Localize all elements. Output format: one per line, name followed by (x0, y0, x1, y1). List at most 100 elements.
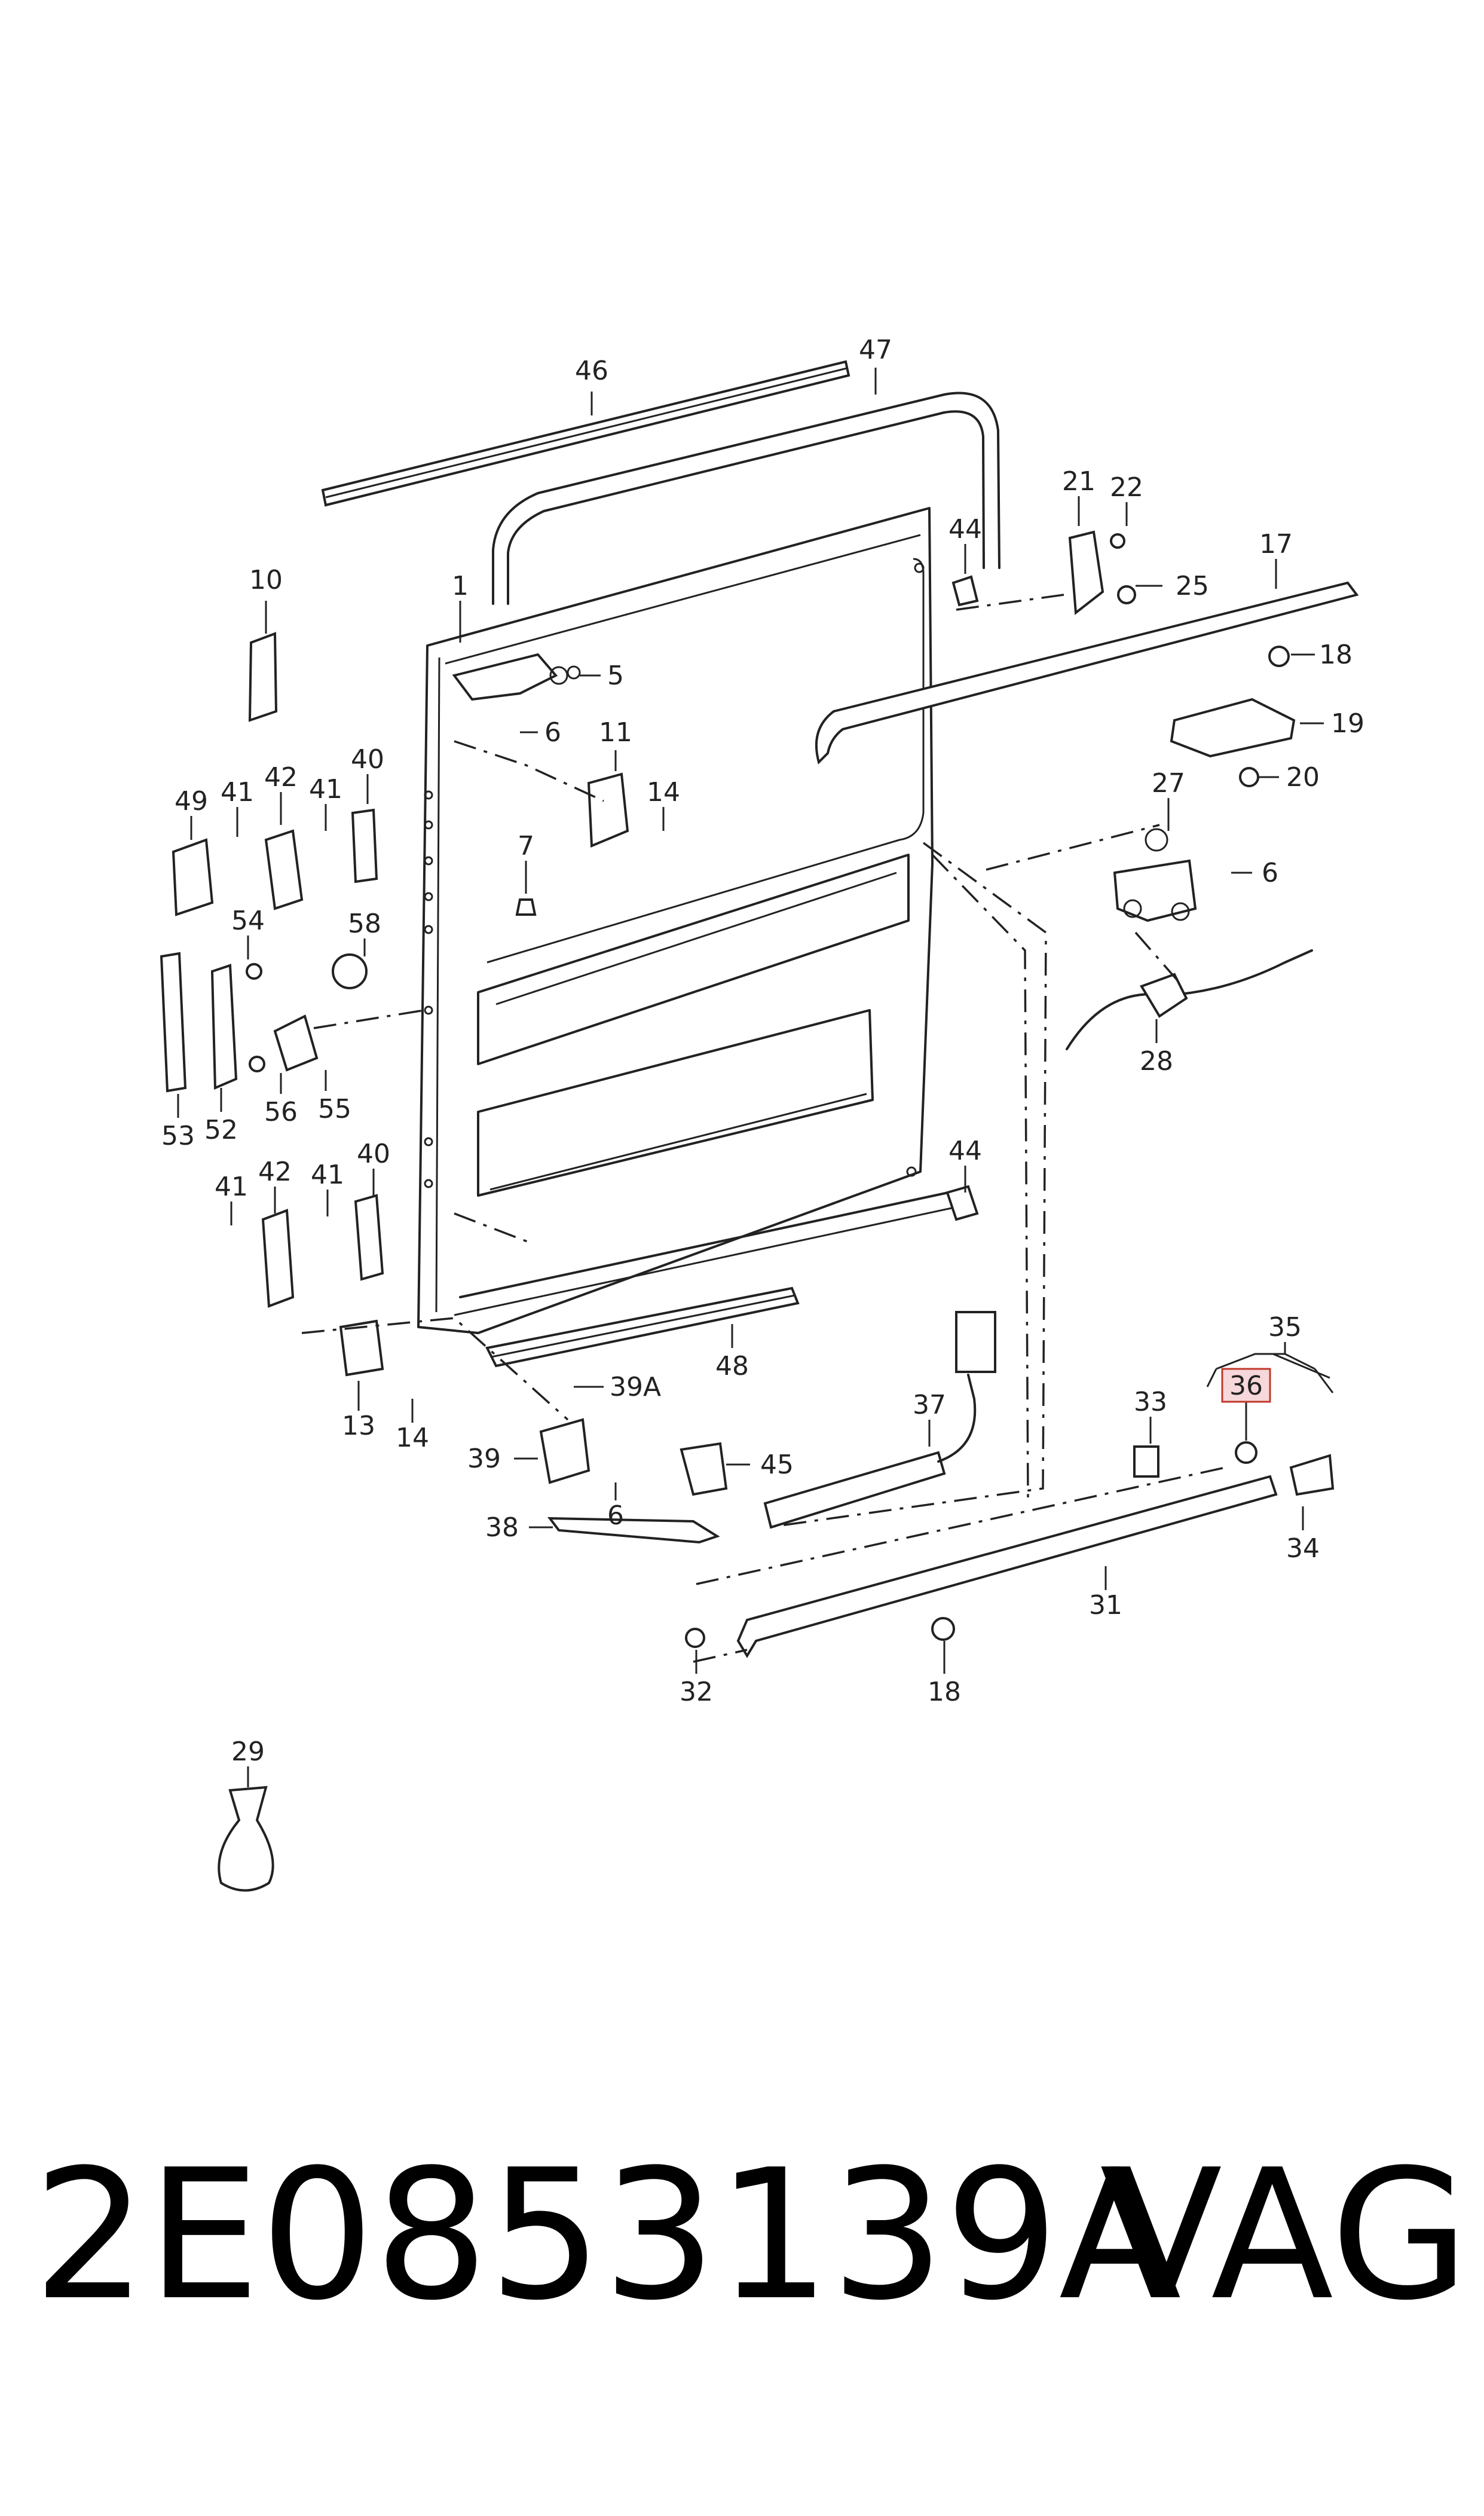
part-53-bar (160, 952, 187, 1093)
callout-32: 32 (680, 1677, 713, 1707)
part-48-sill-strip (485, 1286, 800, 1368)
part-40-lock-bottom (354, 1194, 384, 1281)
callout-5: 5 (607, 661, 624, 691)
brand-name: VAG (1100, 2131, 1470, 2340)
callout-45: 45 (760, 1450, 794, 1480)
callout-25: 25 (1176, 571, 1209, 601)
part-46-strip (321, 360, 850, 507)
part-54-bolt (246, 963, 262, 980)
part-20-nut (1239, 767, 1259, 787)
callout-33: 33 (1134, 1387, 1167, 1417)
part-34-end-cap (1289, 1454, 1335, 1496)
part-10-cap (248, 632, 278, 722)
part-11-bracket (587, 772, 629, 848)
callout-1: 1 (452, 571, 469, 601)
callout-20: 20 (1286, 762, 1320, 793)
part-58-button (332, 953, 368, 989)
part-44-bumper-bottom (946, 1185, 979, 1221)
leader-lines (177, 368, 1334, 1787)
callout-49: 49 (175, 786, 208, 817)
part-42-striker-top (264, 829, 304, 910)
part-31-lower-rail (736, 1475, 1278, 1658)
callout-48: 48 (715, 1351, 749, 1381)
callout-21: 21 (1062, 466, 1096, 497)
callout-39A: 39A (610, 1372, 661, 1402)
part-17-upper-rail (815, 581, 1359, 765)
callout-18-bottom: 18 (928, 1677, 961, 1707)
callout-39: 39 (467, 1444, 501, 1474)
part-44-bumper-top (951, 575, 979, 607)
callout-41-d: 41 (311, 1160, 344, 1190)
highlight-box-36 (1221, 1368, 1271, 1403)
part-22-bolt (1110, 533, 1125, 549)
part-36-bolt (1235, 1441, 1257, 1464)
callout-10: 10 (249, 565, 283, 595)
part-38-arm (547, 1517, 720, 1544)
callout-31: 31 (1089, 1590, 1122, 1621)
part-29-grease-bag (218, 1786, 274, 1892)
part-1-door-shell (417, 507, 969, 1334)
part-37-guide (763, 1311, 996, 1529)
part-number: 2E0853139A (33, 2131, 1182, 2340)
callout-42-a: 42 (264, 762, 298, 793)
part-55-wedge (273, 1014, 319, 1072)
part-33-label (1133, 1445, 1159, 1478)
callout-6-bottom: 6 (607, 1500, 624, 1531)
callout-34: 34 (1286, 1533, 1320, 1564)
callout-14-top: 14 (647, 777, 680, 808)
part-18-washer-bottom (931, 1617, 955, 1641)
callout-44-bottom: 44 (948, 1136, 982, 1166)
callout-28: 28 (1140, 1046, 1173, 1077)
part-5-hinge (452, 653, 581, 701)
callout-40-a: 40 (351, 744, 384, 775)
callout-58: 58 (348, 909, 381, 939)
callout-6-mid: 6 (1262, 858, 1278, 888)
part-21-latch (1068, 530, 1104, 615)
callout-22: 22 (1110, 472, 1143, 503)
part-52-bracket (210, 964, 238, 1090)
callout-53: 53 (161, 1121, 195, 1151)
part-13-bracket (339, 1319, 384, 1377)
callout-44-top: 44 (948, 514, 982, 545)
callout-27: 27 (1152, 768, 1185, 799)
callout-14-bottom: 14 (396, 1423, 429, 1453)
callout-56: 56 (264, 1097, 298, 1127)
part-45-bracket (680, 1442, 728, 1496)
callout-35: 35 (1268, 1312, 1302, 1343)
callout-40-b: 40 (357, 1139, 390, 1169)
part-7-pin (515, 898, 537, 916)
callout-46: 46 (575, 356, 608, 386)
part-40-lock-top (351, 808, 378, 883)
callout-52: 52 (204, 1115, 238, 1145)
callout-37: 37 (913, 1390, 946, 1420)
callout-13: 13 (342, 1411, 375, 1441)
part-32-bolt (685, 1628, 705, 1648)
callout-41-b: 41 (309, 774, 342, 805)
callout-6-top: 6 (544, 717, 561, 748)
callout-42-b: 42 (258, 1157, 292, 1187)
part-42-striker-bottom (261, 1209, 295, 1308)
callout-labels: 46 47 21 22 44 25 17 10 1 5 18 6 19 11 2… (161, 335, 1364, 1767)
callout-7: 7 (518, 831, 534, 861)
part-28-cable (1066, 949, 1313, 1050)
callout-29: 29 (231, 1737, 265, 1767)
indicator-lines (301, 594, 1226, 1663)
callout-17: 17 (1259, 529, 1293, 560)
callout-55: 55 (318, 1094, 351, 1124)
callout-11: 11 (599, 717, 632, 748)
callout-19: 19 (1331, 708, 1364, 739)
part-19-plate (1170, 698, 1296, 758)
callout-54: 54 (231, 906, 265, 936)
callout-47: 47 (859, 335, 892, 365)
part-56-bolt (249, 1056, 265, 1072)
part-39-hinge (539, 1418, 590, 1484)
callout-18-top: 18 (1319, 640, 1353, 670)
part-27-roller-carriage (1113, 828, 1197, 922)
part-47-seal-frame (492, 392, 1000, 605)
part-18-washer-top (1268, 646, 1290, 667)
callout-38: 38 (485, 1512, 519, 1543)
callout-41-c: 41 (215, 1172, 248, 1202)
callout-36: 36 (1229, 1371, 1263, 1401)
callout-41-a: 41 (221, 777, 254, 808)
